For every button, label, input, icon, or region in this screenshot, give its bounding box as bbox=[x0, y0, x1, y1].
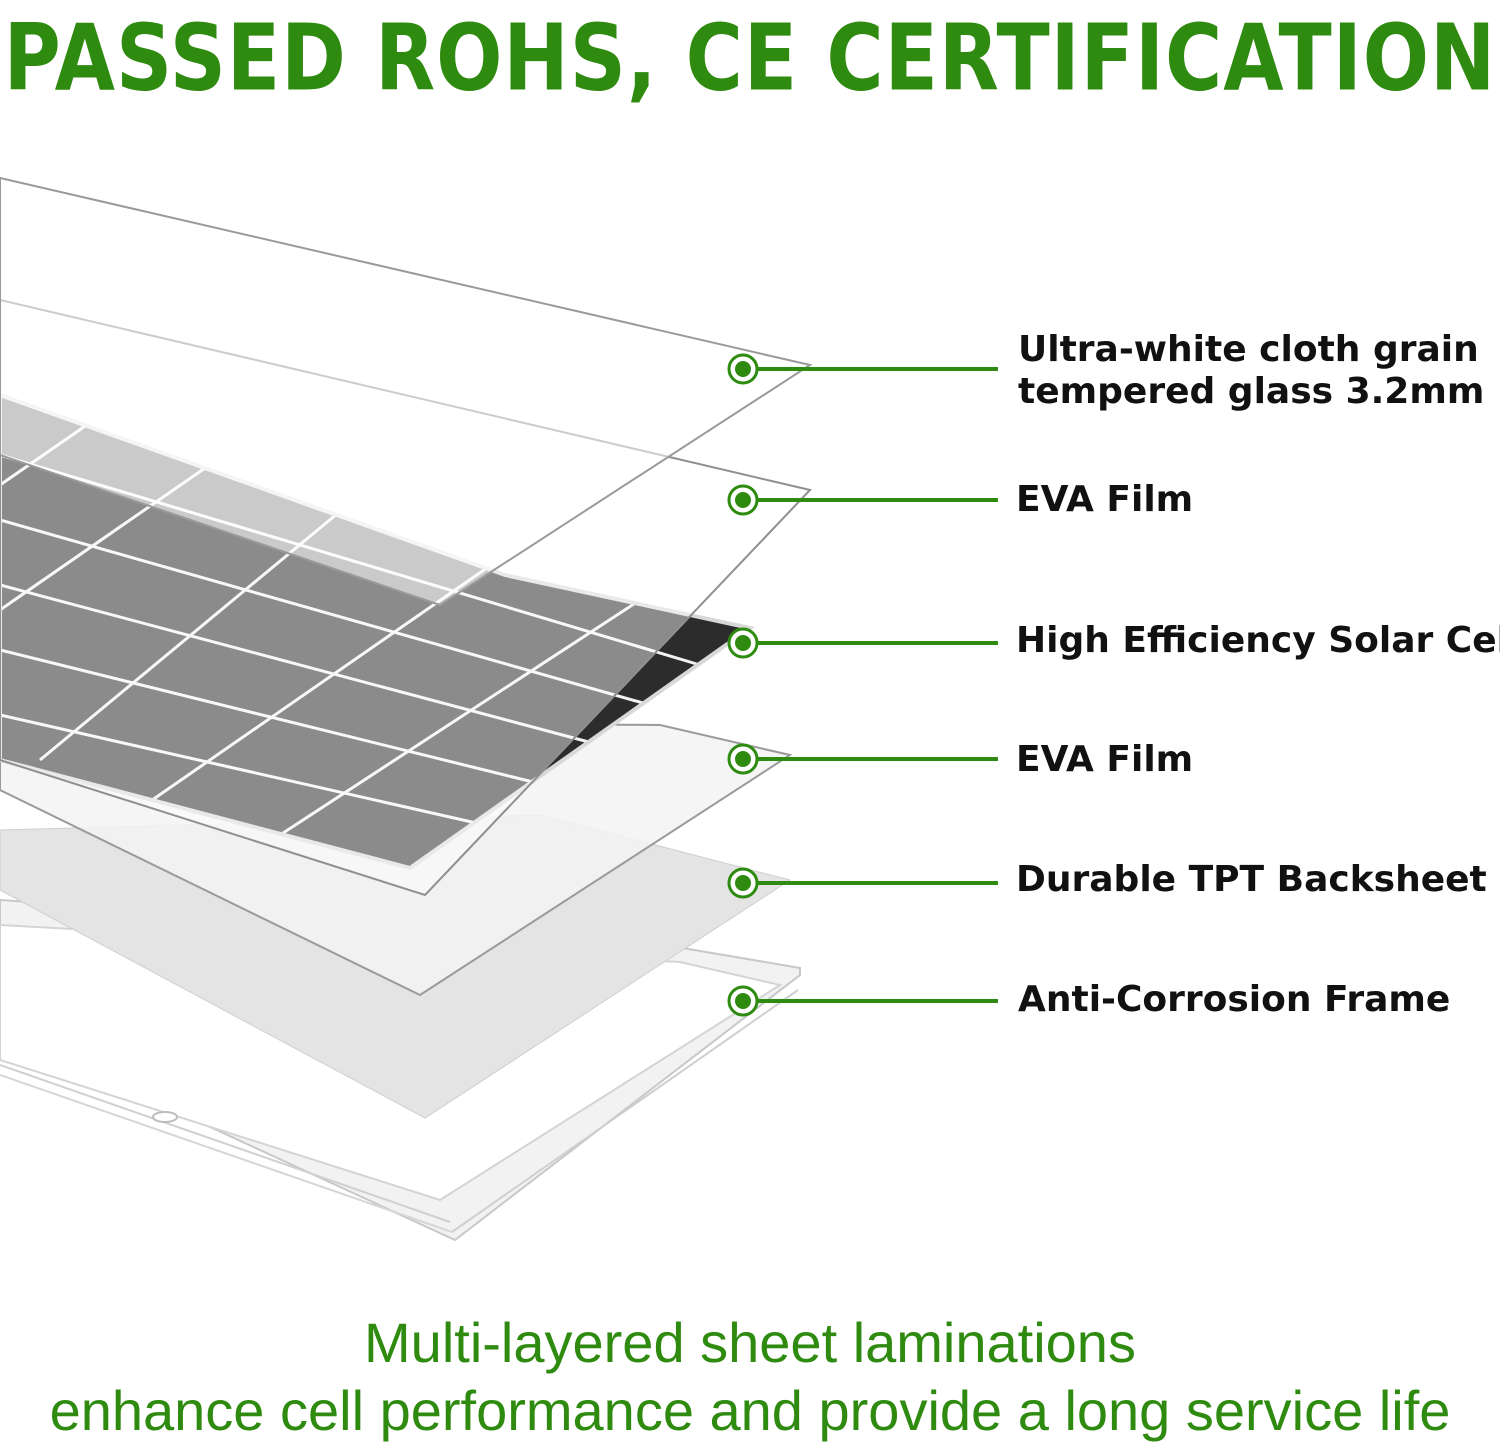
label-solar-cell: High Efficiency Solar Cell bbox=[1016, 620, 1500, 661]
page-title: PASSED ROHS, CE CERTIFICATION bbox=[3, 5, 1497, 112]
label-backsheet: Durable TPT Backsheet bbox=[1016, 859, 1487, 900]
label-eva-film-upper: EVA Film bbox=[1016, 479, 1194, 520]
callout-marker-1 bbox=[727, 353, 998, 385]
label-frame: Anti-Corrosion Frame bbox=[1018, 979, 1451, 1020]
label-glass-line-2: tempered glass 3.2mm bbox=[1018, 371, 1485, 412]
glass-layer bbox=[0, 176, 813, 607]
callout-marker-5 bbox=[727, 867, 998, 899]
callout-marker-2 bbox=[727, 484, 998, 516]
caption-line-2: enhance cell performance and provide a l… bbox=[49, 1379, 1451, 1442]
caption-line-1: Multi-layered sheet laminations bbox=[364, 1311, 1136, 1374]
callout-marker-4 bbox=[727, 743, 998, 775]
label-eva-film-lower: EVA Film bbox=[1016, 739, 1194, 780]
label-glass-line-1: Ultra-white cloth grain bbox=[1018, 329, 1479, 370]
callout-marker-6 bbox=[727, 985, 998, 1017]
callout-marker-3 bbox=[727, 627, 998, 659]
